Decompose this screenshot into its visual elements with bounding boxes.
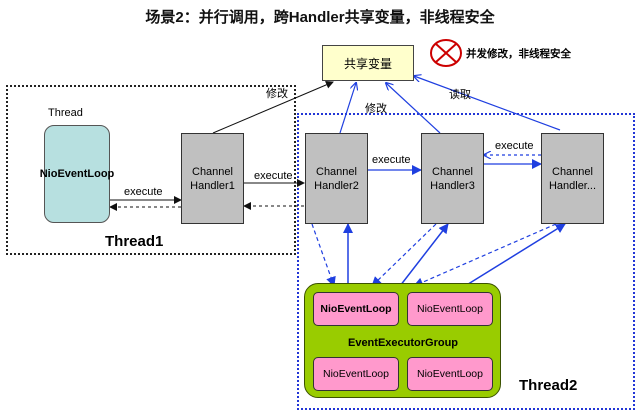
handler1-line2: Handler1 bbox=[190, 179, 235, 192]
arrow-h2-to-shared bbox=[339, 83, 356, 134]
arrow-h3-to-group-dashed bbox=[371, 223, 437, 287]
diagram-title: 场景2：并行调用，跨Handler共享变量，非线程安全 bbox=[145, 9, 495, 26]
execute-label-h2-h3: execute bbox=[372, 154, 411, 166]
thread1-boundary bbox=[6, 85, 296, 255]
warning-text: 并发修改，非线程安全 bbox=[466, 48, 571, 60]
group-nio-event-loop-2: NioEventLoop bbox=[407, 292, 493, 326]
execute-label-h3-hn: execute bbox=[495, 140, 534, 152]
warning-cross-icon bbox=[430, 39, 462, 67]
arrow-group-to-h3 bbox=[399, 223, 449, 287]
arrow-h3-to-shared bbox=[386, 83, 441, 134]
modify-label-h23: 修改 bbox=[365, 103, 387, 115]
arrow-hn-to-shared bbox=[414, 76, 561, 131]
group-nio-event-loop-4: NioEventLoop bbox=[407, 357, 493, 391]
arrow-h2-to-group-dashed bbox=[311, 223, 336, 287]
handlern-line2: Handler... bbox=[548, 179, 597, 192]
event-executor-group-label: EventExecutorGroup bbox=[347, 337, 459, 349]
handler2-line2: Handler2 bbox=[314, 179, 359, 192]
arrow-h1-to-shared bbox=[212, 81, 334, 134]
handler2-line1: Channel bbox=[316, 165, 357, 178]
thread2-boundary bbox=[297, 113, 635, 410]
thread2-label: Thread2 bbox=[519, 377, 578, 394]
arrow-hn-to-group-dashed bbox=[413, 223, 557, 287]
handler3-line1: Channel bbox=[432, 165, 473, 178]
handlern-line1: Channel bbox=[552, 165, 593, 178]
read-label: 读取 bbox=[449, 89, 471, 101]
group-nio-event-loop-3: NioEventLoop bbox=[313, 357, 399, 391]
modify-label-h1: 修改 bbox=[266, 88, 288, 100]
thread-caption: Thread bbox=[48, 107, 83, 119]
execute-label-h1-h2: execute bbox=[254, 170, 293, 182]
group-nio-event-loop-1: NioEventLoop bbox=[313, 292, 399, 326]
handler3-line2: Handler3 bbox=[430, 179, 475, 192]
thread1-label: Thread1 bbox=[105, 233, 164, 250]
handler1-line1: Channel bbox=[192, 165, 233, 178]
shared-variable-box: 共享变量 bbox=[322, 45, 414, 81]
nio-event-loop-thread1: NioEventLoop bbox=[40, 125, 114, 223]
arrow-group-to-hn bbox=[464, 223, 566, 287]
execute-label-loop-h1: execute bbox=[124, 186, 163, 198]
